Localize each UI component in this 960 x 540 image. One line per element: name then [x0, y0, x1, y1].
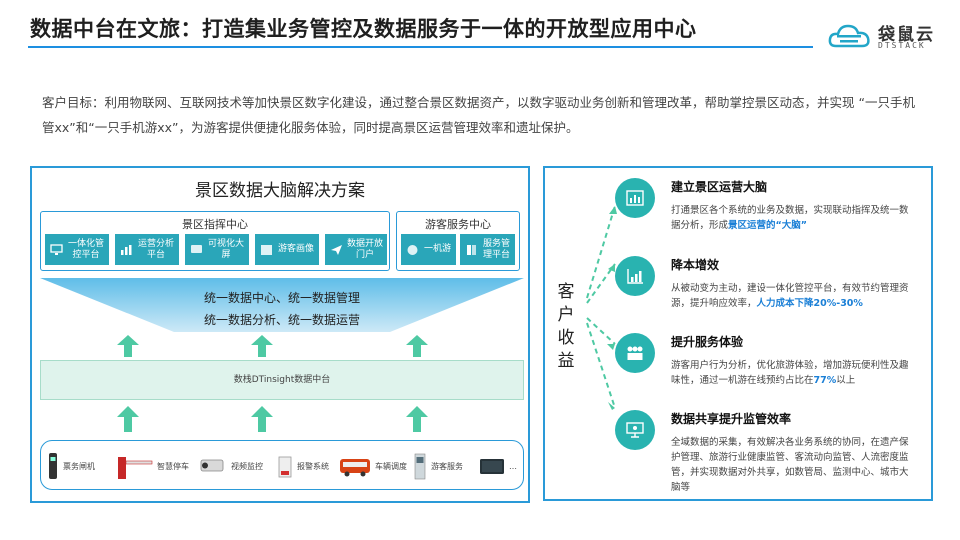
device-label: … — [509, 461, 517, 471]
visitor-service-title: 游客服务中心 — [425, 218, 491, 231]
module-label: 一体化管控平台 — [67, 238, 104, 260]
camera-icon — [200, 459, 224, 472]
benefit-highlight: 人力成本下降20%-30% — [756, 298, 863, 309]
device-label: 票务闸机 — [63, 461, 95, 471]
funnel-line-2: 统一数据分析、统一数据运营 — [203, 313, 360, 327]
benefits-label: 客户收益 — [557, 282, 575, 371]
kiosk-icon — [414, 453, 426, 480]
benefit-item: 建立景区运营大脑 打通景区各个系统的业务及数据，实现联动指挥及统一数据分析，形成… — [615, 178, 915, 248]
module-label: 游客画像 — [277, 244, 314, 254]
benefit-text: 全域数据的采集，有效解决各业务系统的协同，在遗产保护管理、旅游行业健康监管、客流… — [671, 437, 909, 493]
funnel-shape — [40, 278, 524, 332]
device-ticket-gate: 票务闸机 — [47, 451, 95, 481]
chart-icon — [119, 243, 133, 257]
benefit-title: 数据共享提升监管效率 — [671, 412, 792, 426]
tablet-icon — [480, 459, 504, 474]
device-layer: 票务闸机 智慧停车 视频监控 报警系统 车辆调度 游客服务 … — [40, 440, 524, 490]
brand-logo: 袋鼠云 DTSTACK — [828, 18, 940, 52]
benefit-item: 提升服务体验 游客用户行为分析，优化旅游体验，增加游玩便利性及趣味性，通过一机游… — [615, 333, 915, 403]
up-arrow-icon — [251, 335, 273, 357]
unification-funnel: 统一数据中心、统一数据管理 统一数据分析、统一数据运营 — [40, 278, 524, 336]
module-visual-screen: 可视化大屏 — [185, 234, 249, 265]
presentation-icon — [615, 410, 655, 450]
benefit-item: 降本增效 从被动变为主动，建设一体化管控平台，有效节约管理资源，提升响应效率，人… — [615, 256, 915, 326]
benefit-text-after: 以上 — [836, 375, 856, 386]
up-arrow-icon — [406, 406, 428, 432]
device-label: 报警系统 — [297, 461, 329, 471]
command-center-title: 景区指挥中心 — [182, 218, 248, 231]
title-underline — [28, 46, 813, 48]
benefit-title: 建立景区运营大脑 — [671, 180, 768, 194]
up-arrow-icon — [406, 335, 428, 357]
phone-icon — [405, 243, 419, 257]
customer-goal-text: 客户目标：利用物联网、互联网技术等加快景区数字化建设，通过整合景区数据资产，以数… — [42, 95, 915, 135]
module-one-device-tour: 一机游 — [401, 234, 456, 265]
data-platform-bar: 数栈DTinsight数据中台 — [40, 360, 524, 400]
device-label: 视频监控 — [231, 461, 263, 471]
benefits-panel: 客户收益 建立景区运营大脑 打通景区各个系统的业务及数据，实现联动指挥及统一数据… — [543, 166, 933, 501]
benefit-title: 提升服务体验 — [671, 335, 744, 349]
device-video-surveillance: 视频监控 — [199, 451, 263, 481]
monitor-icon — [49, 243, 63, 257]
device-more: … — [479, 451, 517, 481]
module-visitor-portrait: 游客画像 — [255, 234, 319, 265]
bar-chart-icon — [615, 178, 655, 218]
logo-text-en: DTSTACK — [878, 41, 926, 50]
benefit-item: 数据共享提升监管效率 全域数据的采集，有效解决各业务系统的协同，在遗产保护管理、… — [615, 410, 915, 500]
benefit-text: 打通景区各个系统的业务及数据，实现联动指挥及统一数据分析，形成 — [671, 205, 909, 231]
portrait-icon — [259, 243, 273, 257]
benefit-title: 降本增效 — [671, 258, 720, 272]
bus-icon — [340, 459, 370, 477]
device-smart-parking: 智慧停车 — [117, 451, 189, 481]
module-label: 可视化大屏 — [207, 238, 244, 260]
module-operation-analysis: 运营分析平台 — [115, 234, 179, 265]
benefit-text: 游客用户行为分析，优化旅游体验，增加游玩便利性及趣味性，通过一机游在线预约占比在 — [671, 360, 909, 386]
growth-chart-icon — [615, 256, 655, 296]
device-alarm-system: 报警系统 — [277, 451, 329, 481]
up-arrow-icon — [117, 335, 139, 357]
gate-icon — [49, 453, 57, 479]
module-label: 数据开放门户 — [347, 238, 384, 260]
benefit-highlight: 77% — [813, 375, 837, 386]
solution-title: 景区数据大脑解决方案 — [195, 181, 365, 201]
solution-panel: 景区数据大脑解决方案 景区指挥中心 一体化管控平台 运营分析平台 可视化大屏 游… — [30, 166, 530, 503]
module-label: 运营分析平台 — [137, 238, 174, 260]
benefit-text: 从被动变为主动，建设一体化管控平台，有效节约管理资源，提升响应效率， — [671, 283, 909, 309]
screen-icon — [189, 243, 203, 257]
send-icon — [329, 243, 343, 257]
benefit-description: 游客用户行为分析，优化旅游体验，增加游玩便利性及趣味性，通过一机游在线预约占比在… — [671, 358, 911, 388]
cloud-logo-icon — [828, 24, 870, 48]
up-arrow-icon — [117, 406, 139, 432]
device-visitor-service: 游客服务 — [413, 451, 463, 481]
benefit-description: 从被动变为主动，建设一体化管控平台，有效节约管理资源，提升响应效率，人力成本下降… — [671, 281, 911, 311]
module-label: 服务管理平台 — [482, 238, 510, 260]
module-integrated-control: 一体化管控平台 — [45, 234, 109, 265]
logo-text-cn: 袋鼠云 — [878, 25, 935, 45]
parking-barrier-icon — [118, 457, 153, 479]
module-label: 一机游 — [423, 244, 451, 254]
page-title: 数据中台在文旅：打造集业务管控及数据服务于一体的开放型应用中心 — [30, 17, 697, 41]
module-service-management: 服务管理平台 — [460, 234, 515, 265]
benefit-connector-lines — [586, 205, 617, 410]
server-icon — [464, 243, 478, 257]
benefit-highlight: 景区运营的“大脑” — [728, 220, 808, 231]
up-arrow-icon — [251, 406, 273, 432]
device-label: 车辆调度 — [375, 461, 407, 471]
alarm-icon — [278, 456, 292, 478]
people-icon — [615, 333, 655, 373]
visitor-service-box: 游客服务中心 一机游 服务管理平台 — [396, 211, 520, 271]
device-vehicle-dispatch: 车辆调度 — [339, 451, 407, 481]
device-label: 游客服务 — [431, 461, 463, 471]
command-center-box: 景区指挥中心 一体化管控平台 运营分析平台 可视化大屏 游客画像 数据开放门户 — [40, 211, 390, 271]
funnel-line-1: 统一数据中心、统一数据管理 — [203, 291, 360, 305]
benefit-description: 打通景区各个系统的业务及数据，实现联动指挥及统一数据分析，形成景区运营的“大脑” — [671, 203, 911, 233]
device-label: 智慧停车 — [157, 461, 189, 471]
module-data-portal: 数据开放门户 — [325, 234, 387, 265]
benefit-description: 全域数据的采集，有效解决各业务系统的协同，在遗产保护管理、旅游行业健康监管、客流… — [671, 435, 911, 495]
